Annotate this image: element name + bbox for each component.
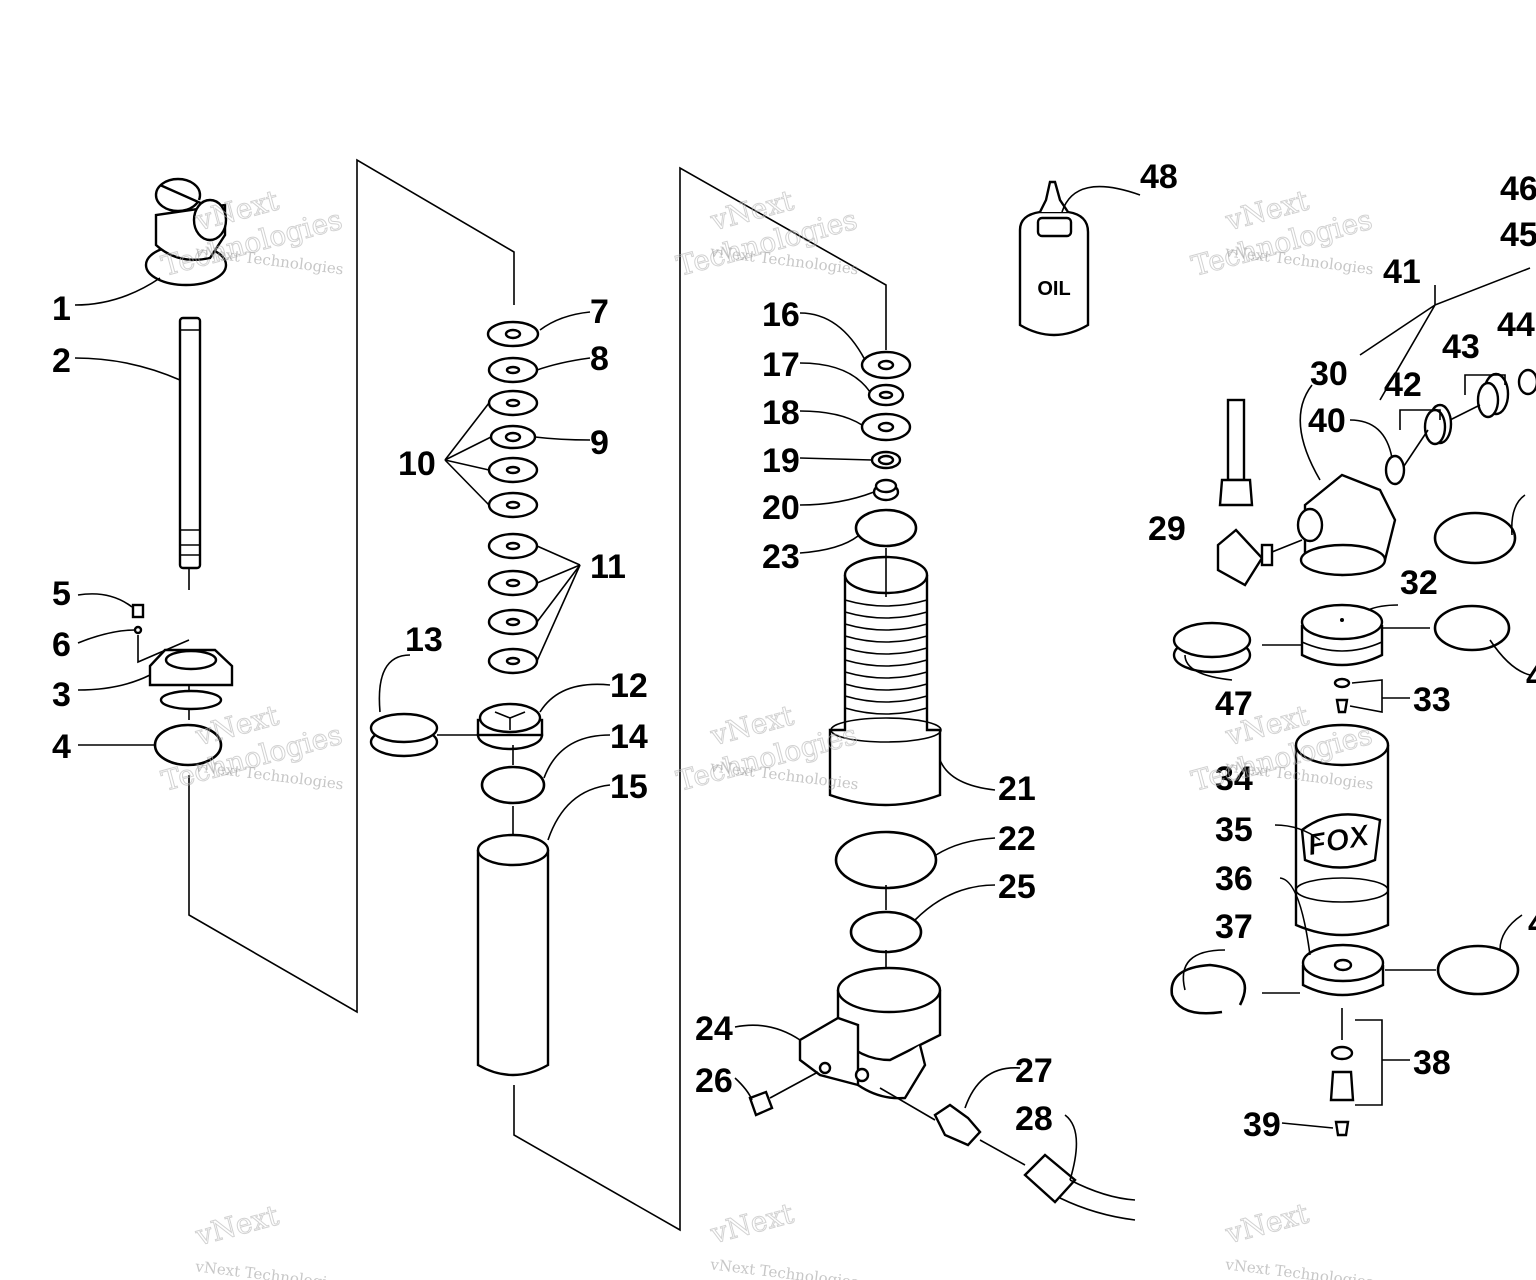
label-40: 40 — [1308, 402, 1346, 440]
label-4-right-b: 4 — [1528, 905, 1536, 943]
label-21: 21 — [998, 770, 1036, 808]
label-41: 41 — [1383, 253, 1421, 291]
part-valve-41-44 — [1384, 368, 1536, 486]
label-14: 14 — [610, 718, 648, 756]
label-46: 46 — [1500, 170, 1536, 208]
part-valve-33 — [1333, 677, 1351, 714]
part-snap-ring-37 — [1170, 963, 1300, 1015]
oil-bottle: OIL — [1018, 180, 1090, 337]
label-2: 2 — [52, 342, 71, 380]
label-9: 9 — [590, 424, 609, 462]
label-30: 30 — [1310, 355, 1348, 393]
part-cap-30 — [1296, 473, 1397, 577]
leader-lines — [74, 185, 1531, 1181]
label-26: 26 — [695, 1062, 733, 1100]
label-4: 4 — [52, 728, 71, 766]
label-28: 28 — [1015, 1100, 1053, 1138]
part-oring-14 — [480, 765, 546, 805]
label-33: 33 — [1413, 681, 1451, 719]
label-5: 5 — [52, 575, 71, 613]
panel-outline-left — [188, 158, 515, 1014]
part-threaded-sleeve-21 — [828, 548, 942, 807]
label-6: 6 — [52, 626, 71, 664]
label-35: 35 — [1215, 811, 1253, 849]
part-band-13 — [369, 712, 478, 758]
label-38: 38 — [1413, 1044, 1451, 1082]
label-20: 20 — [762, 489, 800, 527]
label-48: 48 — [1140, 158, 1178, 196]
label-32: 32 — [1400, 564, 1438, 602]
part-shaft — [178, 316, 202, 570]
watermark-word-a: vNext — [706, 1196, 797, 1250]
label-11: 11 — [590, 548, 626, 586]
label-10: 10 — [398, 445, 436, 483]
watermark-text: vNext Technologies — [193, 1257, 344, 1280]
label-12: 12 — [610, 667, 648, 705]
watermark-text: vNext Technologies — [708, 1255, 859, 1280]
part-oring-25 — [849, 910, 923, 954]
part-labels: 1 2 5 6 3 4 7 8 9 10 11 13 12 14 15 16 1… — [52, 158, 1536, 1144]
label-22: 22 — [998, 820, 1036, 858]
part-oring-23 — [854, 508, 918, 548]
part-washer-stack — [486, 320, 540, 675]
part-cap-36 — [1301, 943, 1385, 997]
label-29: 29 — [1148, 510, 1186, 548]
label-13: 13 — [405, 621, 443, 659]
part-valve-38-39 — [1329, 1008, 1355, 1137]
label-27: 27 — [1015, 1052, 1053, 1090]
part-band-47 — [1172, 621, 1302, 674]
label-1: 1 — [52, 290, 71, 328]
label-42: 42 — [1384, 366, 1422, 404]
part-reservoir-34-35: FOX — [1294, 723, 1390, 937]
part-body-24 — [798, 885, 942, 1100]
label-47: 47 — [1215, 685, 1253, 723]
label-45: 45 — [1500, 216, 1536, 254]
label-25: 25 — [998, 868, 1036, 906]
part-piston-12 — [476, 702, 544, 751]
part-hose-28 — [979, 1139, 1136, 1221]
label-36: 36 — [1215, 860, 1253, 898]
label-34: 34 — [1215, 760, 1253, 798]
label-17: 17 — [762, 346, 800, 384]
label-18: 18 — [762, 394, 800, 432]
label-7: 7 — [590, 293, 609, 331]
part-oring-32b — [1382, 604, 1511, 652]
part-oring-22 — [834, 830, 938, 890]
part-eyelet — [144, 177, 228, 287]
part-fitting-27 — [879, 1087, 982, 1147]
part-tube-15 — [476, 745, 550, 1077]
label-23: 23 — [762, 538, 800, 576]
watermarks: vNext Technologies vNext Technologies vN… — [158, 183, 1377, 1280]
part-plug-26 — [748, 1071, 819, 1117]
label-15: 15 — [610, 768, 648, 806]
label-24: 24 — [695, 1010, 733, 1048]
part-seals-16-20 — [860, 350, 912, 502]
part-hose-fitting-29 — [1216, 398, 1303, 587]
watermark-text: vNext Technologies — [1223, 1255, 1374, 1280]
part-bearing-cap — [148, 648, 234, 711]
label-43: 43 — [1442, 328, 1480, 366]
label-39: 39 — [1243, 1106, 1281, 1144]
label-3: 3 — [52, 676, 71, 714]
label-8: 8 — [590, 340, 609, 378]
part-oring-36b — [1385, 944, 1520, 996]
label-4-right-a: 4 — [1526, 658, 1536, 696]
label-37: 37 — [1215, 908, 1253, 946]
part-oring-right — [1433, 494, 1526, 565]
watermark-word-a: vNext — [191, 1198, 282, 1252]
watermark-word-a: vNext — [1221, 1196, 1312, 1250]
label-19: 19 — [762, 442, 800, 480]
label-16: 16 — [762, 296, 800, 334]
part-piston-32 — [1300, 603, 1384, 667]
panel-outline-middle — [513, 166, 887, 1232]
label-44: 44 — [1497, 306, 1535, 344]
bottle-label: OIL — [1037, 278, 1070, 300]
